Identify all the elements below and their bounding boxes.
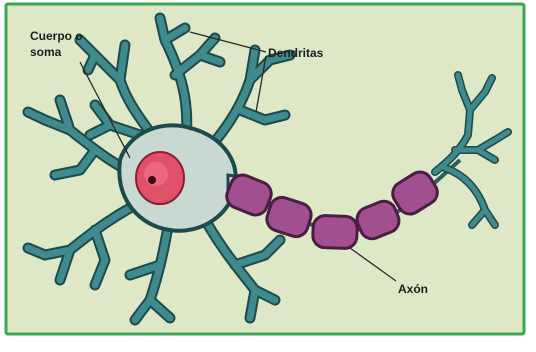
myelin-segment	[312, 215, 357, 249]
nucleus	[136, 152, 184, 204]
label-dendrites: Dendritas	[268, 46, 324, 60]
label-axon: Axón	[398, 282, 428, 296]
label-soma-line1: Cuerpo o	[30, 29, 83, 43]
nucleolus	[148, 176, 156, 184]
label-soma-line2: soma	[30, 45, 62, 59]
